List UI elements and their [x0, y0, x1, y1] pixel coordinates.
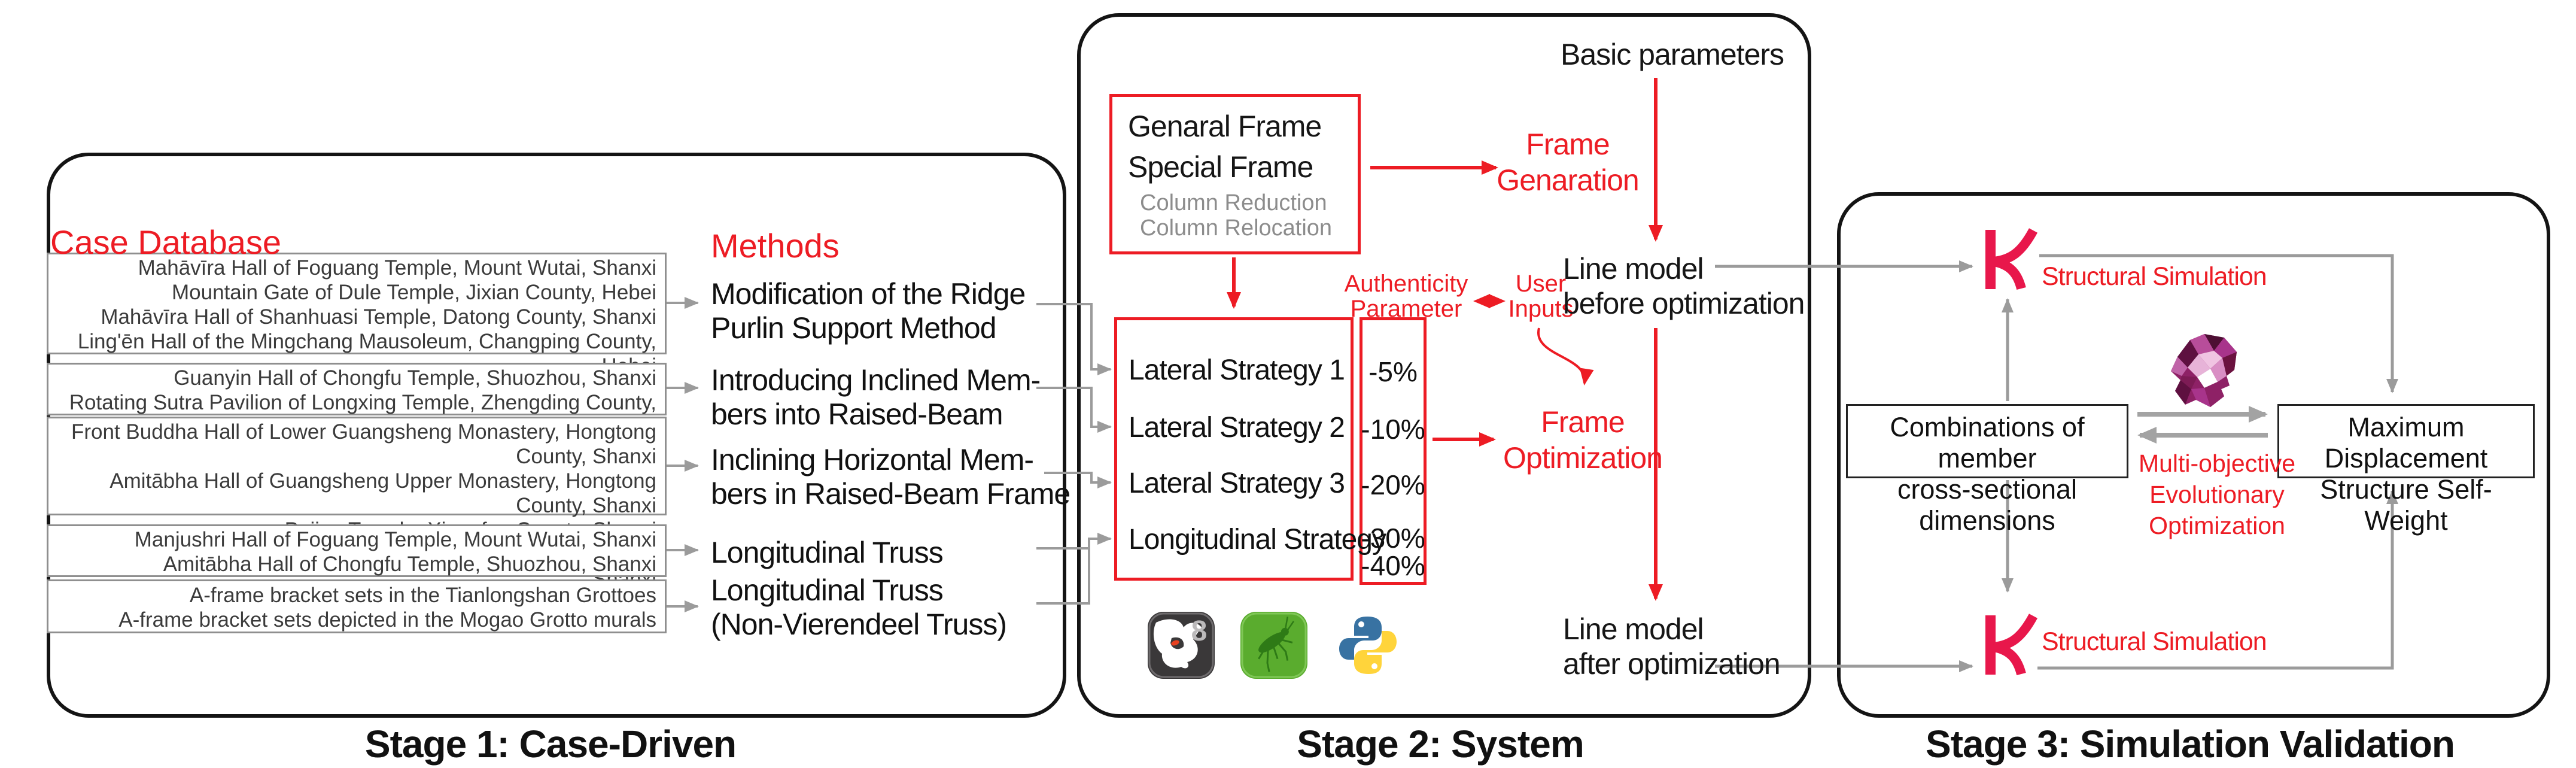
maximum-displacement-box: Maximum Displacement Structure Self-Weig… [2277, 404, 2535, 536]
line-model-before-line2: before optimization [1563, 287, 1805, 320]
basic-parameters-label: Basic parameters [1561, 38, 1784, 71]
rhino-8-icon: 8 [1148, 612, 1215, 679]
line-model-after-line2: after optimization [1563, 647, 1781, 681]
stage3-container [1837, 192, 2550, 718]
wallacei-icon [2171, 334, 2237, 407]
case-to-method-arrows [665, 297, 699, 612]
case-box-2: Guanyin Hall of Chongfu Temple, Shuozhou… [47, 363, 667, 439]
multi-objective-label: Multi-objective Evolutionary Optimizatio… [2138, 450, 2296, 539]
column-relocation-label: Column Relocation [1140, 215, 1333, 241]
stage2-red-flow [1227, 78, 1663, 601]
strategies-box [1114, 317, 1354, 581]
user-inputs-line1: User [1515, 271, 1567, 297]
authenticity-line1: Authenticity [1344, 271, 1468, 297]
general-frame-line2: Special Frame [1128, 150, 1313, 184]
case-database-header: Case Database [50, 223, 282, 261]
stage3-gray-connectors [1715, 254, 2398, 672]
user-inputs-line2: Inputs [1508, 296, 1574, 322]
frame-optimization-line2: Optimization [1503, 441, 1663, 475]
percentage-2: -10% [1361, 414, 1425, 445]
grasshopper-icon [1240, 612, 1307, 679]
structural-simulation-bottom-label: Structural Simulation [2042, 627, 2267, 656]
case-line: Ling'ēn Hall of the Mingchang Mausoleum,… [77, 330, 656, 378]
methods-header: Methods [711, 227, 840, 265]
stage1-label: Stage 1: Case-Driven [364, 723, 737, 766]
case-line: Front Buddha Hall of Lower Guangsheng Mo… [71, 420, 656, 468]
frame-generation-line1: Frame [1526, 128, 1610, 161]
percentage-1: -5% [1368, 356, 1418, 387]
case-box-1: Mahāvīra Hall of Foguang Temple, Mount W… [47, 253, 667, 378]
strategy-4: Longitudinal Strategy [1129, 524, 1386, 555]
case-box-5: A-frame bracket sets in the Tianlongshan… [47, 579, 667, 633]
frame-optimization-line1: Frame [1541, 405, 1625, 439]
method-1: Modification of the Ridge Purlin Support… [711, 277, 1026, 345]
method-5: Longitudinal Truss (Non-Vierendeel Truss… [711, 573, 1007, 641]
method-2: Introducing Inclined Mem- bers into Rais… [711, 363, 1041, 431]
combinations-box: Combinations of member cross-sectional d… [1846, 404, 2128, 536]
case-line: Amitābha Hall of Guangsheng Upper Monast… [110, 469, 656, 517]
case-line: A-frame bracket sets depicted in the Mog… [118, 608, 656, 632]
strategy-1: Lateral Strategy 1 [1129, 354, 1345, 386]
case-box-3: Front Buddha Hall of Lower Guangsheng Mo… [47, 417, 667, 591]
rhino-8-badge: 8 [1191, 615, 1208, 647]
case-line: Mountain Gate of Dule Temple, Jixian Cou… [172, 281, 656, 304]
method-3: Inclining Horizontal Mem- bers in Raised… [711, 443, 1070, 511]
general-frame-box [1109, 94, 1361, 254]
line-model-after-line1: Line model [1563, 612, 1704, 646]
moo-double-arrows [2137, 406, 2268, 444]
authenticity-line2: Parameter [1350, 296, 1462, 322]
percentage-3: -20% [1361, 469, 1425, 500]
stage2-label: Stage 2: System Generation [1297, 723, 1584, 768]
line-model-before-line1: Line model [1563, 252, 1704, 286]
case-line: Mahāvīra Hall of Shanhuasi Temple, Daton… [101, 305, 656, 329]
structural-simulation-top-label: Structural Simulation [2042, 262, 2267, 291]
general-frame-line1: Genaral Frame [1128, 110, 1322, 143]
case-box-4: Manjushri Hall of Foguang Temple, Mount … [47, 524, 667, 577]
strategy-3: Lateral Strategy 3 [1129, 468, 1345, 499]
case-line: A-frame bracket sets in the Tianlongshan… [189, 584, 656, 607]
strategy-2: Lateral Strategy 2 [1129, 412, 1345, 444]
frame-generation-line2: Genaration [1497, 163, 1639, 197]
percentages-box [1360, 317, 1427, 585]
stage3-label: Stage 3: Simulation Validation [1926, 723, 2455, 766]
case-line: Mahāvīra Hall of Foguang Temple, Mount W… [138, 256, 656, 280]
percentage-5: -40% [1361, 550, 1425, 581]
python-icon [1339, 617, 1397, 674]
case-line: Guanyin Hall of Chongfu Temple, Shuozhou… [174, 366, 656, 390]
method-to-strategy-connectors [1036, 303, 1112, 605]
percentage-4: -30% [1361, 523, 1425, 554]
case-line: Manjushri Hall of Foguang Temple, Mount … [134, 528, 656, 551]
stage2-container [1077, 13, 1811, 718]
karamba-icon-top [1985, 228, 2038, 290]
karamba-icon-bottom [1985, 614, 2038, 676]
method-4: Longitudinal Truss [711, 536, 944, 569]
column-reduction-label: Column Reduction [1140, 190, 1327, 215]
case-line: Amitābha Hall of Chongfu Temple, Shuozho… [163, 553, 656, 576]
